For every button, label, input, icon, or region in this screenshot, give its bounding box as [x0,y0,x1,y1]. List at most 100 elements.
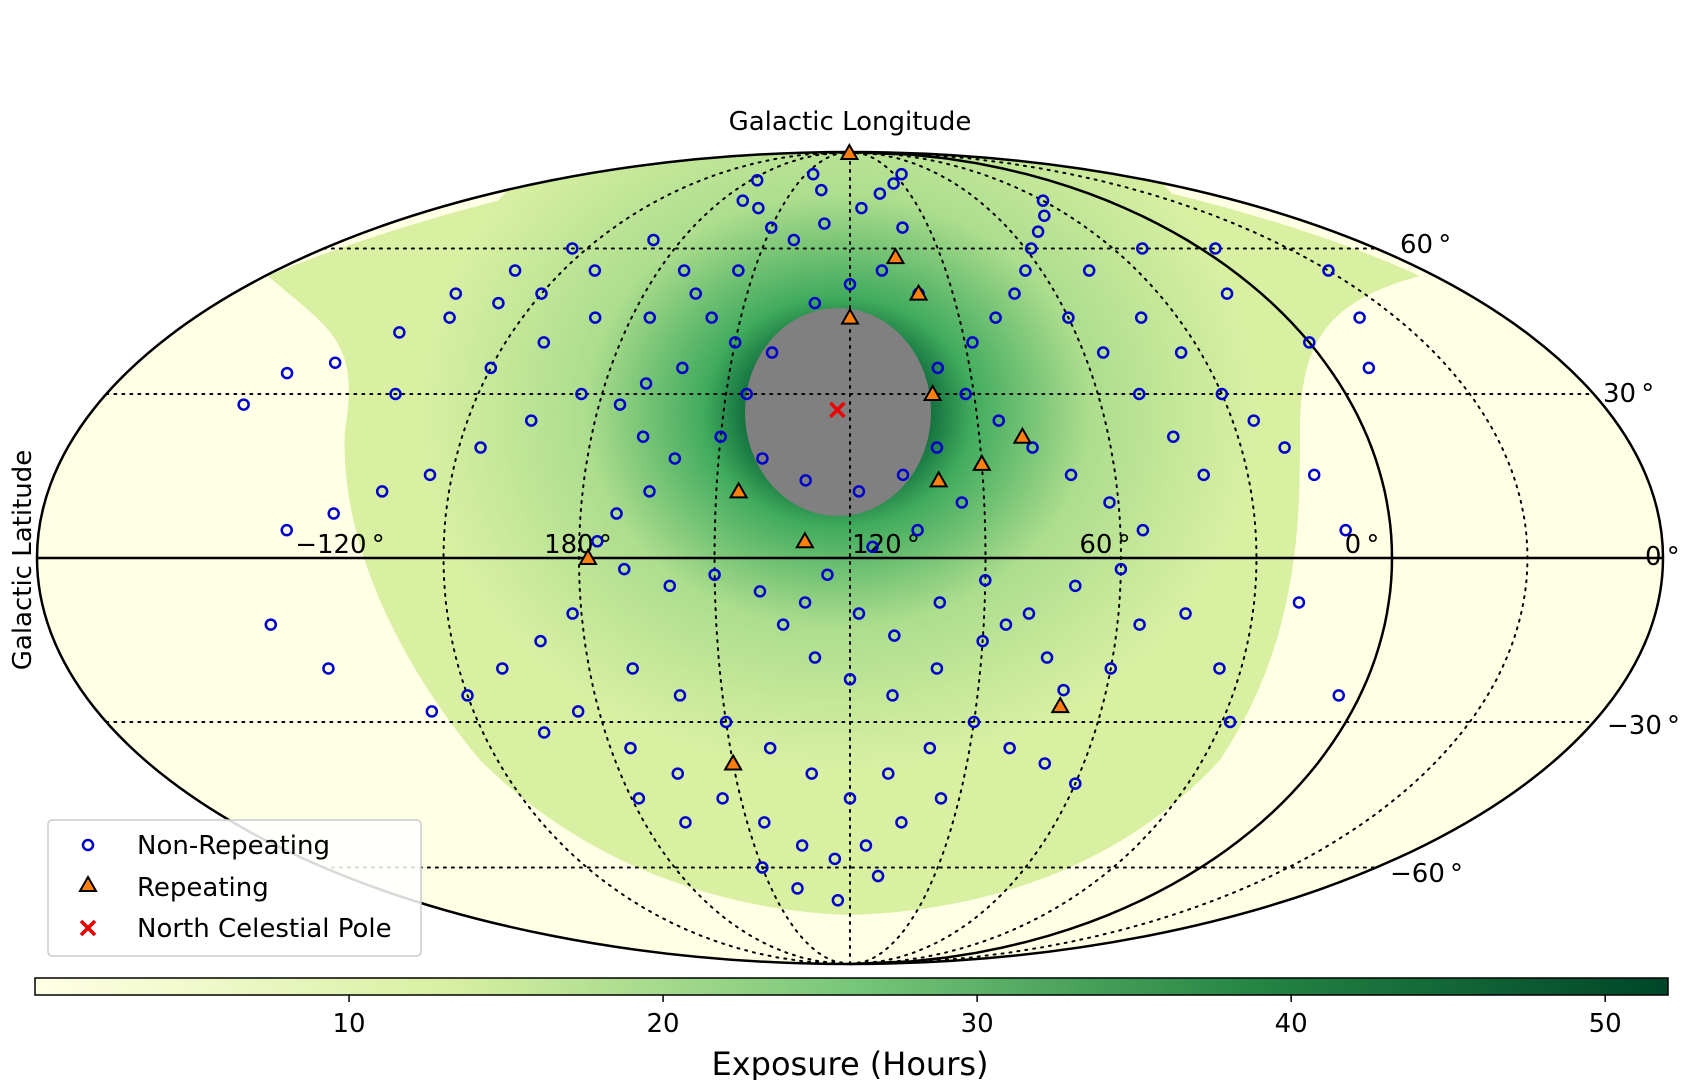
non-repeating-point [728,336,742,349]
legend: Non-Repeating Repeating North Celestial … [47,819,422,957]
non-repeating-point [1220,287,1234,300]
non-repeating-point [1307,468,1321,482]
latitude-tick-label: 30 ° [1603,379,1654,409]
non-repeating-point [765,346,779,359]
repeating-point [1012,426,1033,444]
non-repeating-point [736,194,750,207]
non-repeating-point [873,187,887,200]
non-repeating-point [1292,596,1306,609]
non-repeating-point [752,201,765,215]
non-repeating-point [763,741,777,755]
non-repeating-point [1332,689,1346,702]
non-repeating-point [443,311,456,324]
longitude-tick-label: −120 ° [295,530,385,560]
non-repeating-point [716,792,729,805]
non-repeating-point [756,452,769,465]
non-repeating-point [1223,715,1237,729]
meridian-line [849,151,987,965]
non-repeating-point [705,311,718,324]
non-repeating-point [571,705,585,718]
non-repeating-point [591,535,604,548]
non-repeating-point [708,568,721,581]
non-repeating-point [484,361,498,375]
non-repeating-point [280,523,293,537]
non-repeating-point [588,311,602,324]
non-repeating-point [1069,777,1082,790]
non-repeating-point [624,741,637,755]
non-repeating-point [588,264,602,277]
non-repeating-point [636,430,650,443]
non-repeating-point [1179,607,1192,620]
non-repeating-point [1082,264,1096,277]
non-repeating-point [566,242,579,255]
non-repeating-point [1069,579,1082,593]
non-repeating-point [758,816,771,829]
non-repeating-point [1136,242,1149,255]
non-repeating-point [756,861,769,874]
non-repeating-point [859,839,873,852]
latitude-tick-label: −60 ° [1390,859,1463,889]
non-repeating-point [537,726,551,739]
non-repeating-point [1022,607,1036,620]
non-repeating-point [679,816,692,829]
non-repeating-point [805,767,818,780]
non-repeating-point [959,387,972,401]
colorbar-tick-label: 50 [1589,1009,1622,1039]
non-repeating-point [1209,242,1222,255]
non-repeating-point [534,634,547,648]
non-repeating-point [375,485,389,498]
legend-marker-repeating [78,874,98,892]
repeating-point [578,547,598,565]
non-repeating-point [967,715,981,729]
non-repeating-point [934,792,948,805]
non-repeating-point [449,287,463,300]
legend-box [47,819,422,957]
non-repeating-point [719,715,733,729]
non-repeating-point [535,287,548,300]
non-repeating-point [821,568,834,581]
colorbar-bar [34,977,1669,996]
non-repeating-point [1167,430,1180,443]
non-repeating-point [618,562,631,576]
non-repeating-point [264,618,278,631]
non-repeating-point [808,296,822,310]
legend-label-repeating: Repeating [137,873,269,903]
non-repeating-point [955,496,969,509]
non-repeating-point [896,468,910,482]
non-repeating-point [1303,336,1316,349]
non-repeating-point [1019,264,1032,277]
colorbar-tick-label: 30 [961,1009,994,1039]
non-repeating-point [815,183,828,197]
non-repeating-point [689,287,702,300]
non-repeating-point [1057,683,1070,697]
non-repeating-point [461,689,474,702]
non-repeating-point [1353,311,1366,324]
repeating-point [723,753,743,771]
non-repeating-point [866,540,879,554]
non-repeating-point [1103,496,1116,509]
non-repeating-point [1104,662,1118,675]
non-repeating-point [791,882,804,895]
non-repeating-point [740,387,753,401]
non-repeating-point [895,816,908,829]
non-repeating-point [843,673,857,686]
repeating-point [922,383,943,401]
repeating-point [972,453,992,471]
non-repeating-point [524,414,538,427]
non-repeating-point [1362,361,1376,375]
non-repeating-point [1038,209,1051,222]
non-repeating-point [855,201,868,215]
repeating-point [1050,696,1070,714]
non-repeating-point [871,869,885,883]
non-repeating-point [828,852,842,866]
non-repeating-point [677,264,691,277]
repeating-point [839,143,860,161]
non-repeating-point [911,523,924,537]
non-repeating-point [280,366,294,380]
non-repeating-point [474,441,487,454]
repeating-point [908,283,929,301]
non-repeating-point [843,792,857,805]
non-repeating-point [787,233,801,247]
repeating-point [928,470,949,488]
